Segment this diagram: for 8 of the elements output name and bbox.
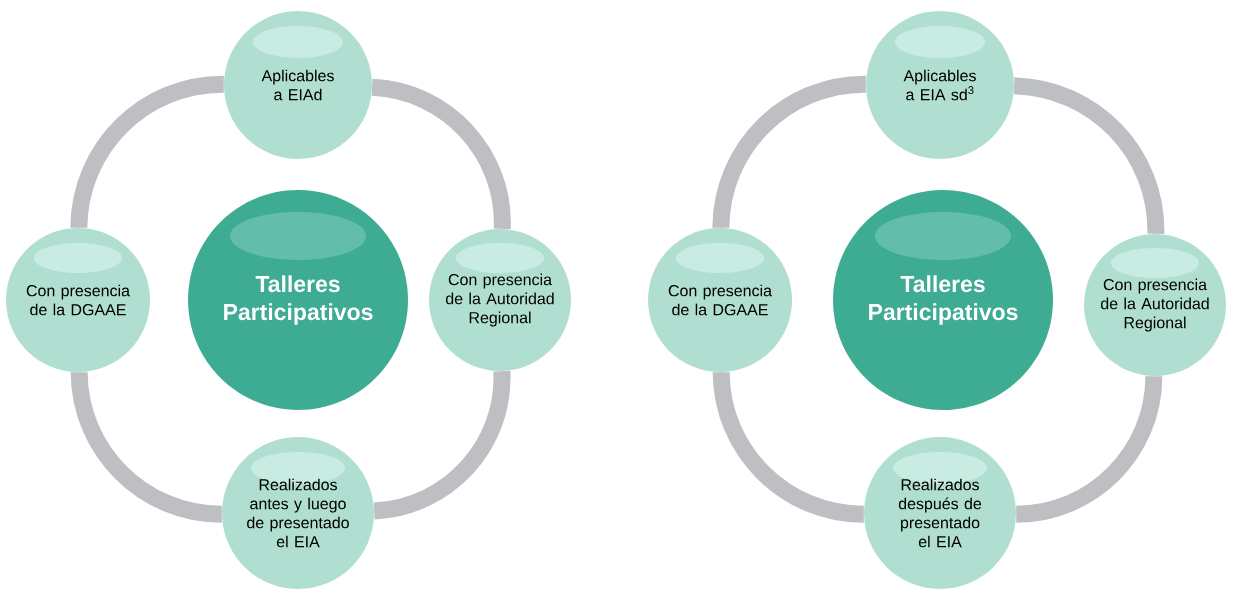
ring-arc [712,371,865,523]
ring-arc [1013,77,1165,235]
ring-arc [373,371,511,520]
ring-arc [371,78,511,230]
ring-arc [70,371,223,523]
ring-arc [70,75,225,229]
ring-arc [1015,375,1163,523]
ring-arc [712,75,867,229]
